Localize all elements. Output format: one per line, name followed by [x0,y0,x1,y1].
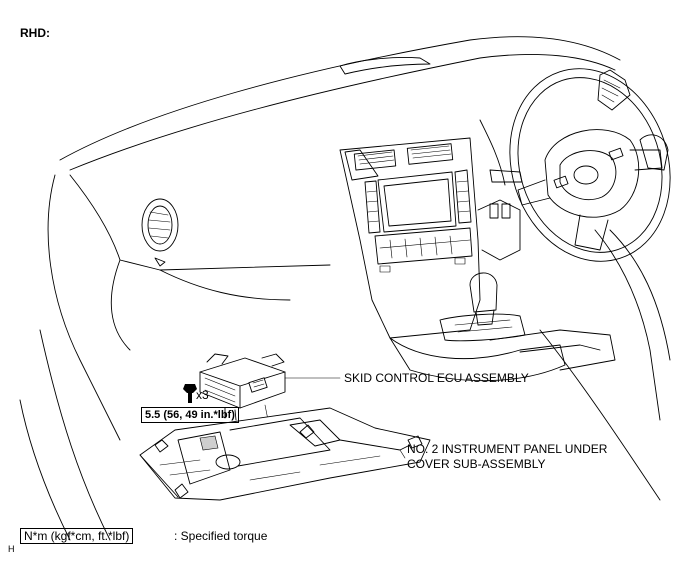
under-cover-panel [139,407,431,501]
gear-shift-console [389,272,616,382]
cover-label-line2: COVER SUB-ASSEMBLY [407,457,546,471]
corner-mark: H [8,544,15,554]
torque-spec-box: 5.5 (56, 49 in.*lbf) [141,407,239,423]
bolt-quantity: x3 [196,388,209,402]
center-stack [339,137,481,339]
legend-description: : Specified torque [174,529,268,543]
driver-area [477,69,671,501]
dashboard-outline [19,36,621,541]
ecu-label: SKID CONTROL ECU ASSEMBLY [344,371,529,385]
skid-control-ecu [199,353,286,446]
variant-label: RHD: [20,26,50,40]
bolt-icon [183,384,197,403]
steering-wheel [509,68,671,262]
legend-unit-box: N*m (kgf*cm, ft.*lbf) [20,528,134,544]
leader-lines [284,377,406,459]
cover-label-line1: NO. 2 INSTRUMENT PANEL UNDER [407,442,608,456]
left-air-vent [141,198,179,267]
